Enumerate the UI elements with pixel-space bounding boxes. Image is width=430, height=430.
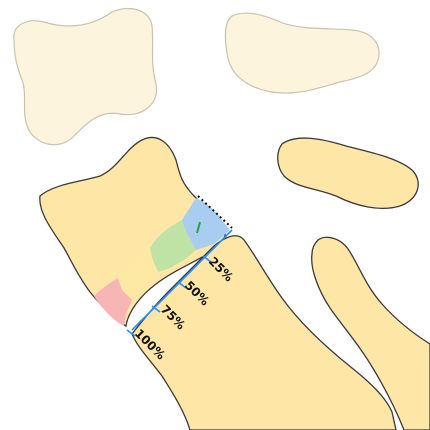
faded-carpal-bone-left <box>14 8 157 144</box>
faded-carpal-bone-right <box>225 13 379 93</box>
oval-bone <box>278 138 419 208</box>
